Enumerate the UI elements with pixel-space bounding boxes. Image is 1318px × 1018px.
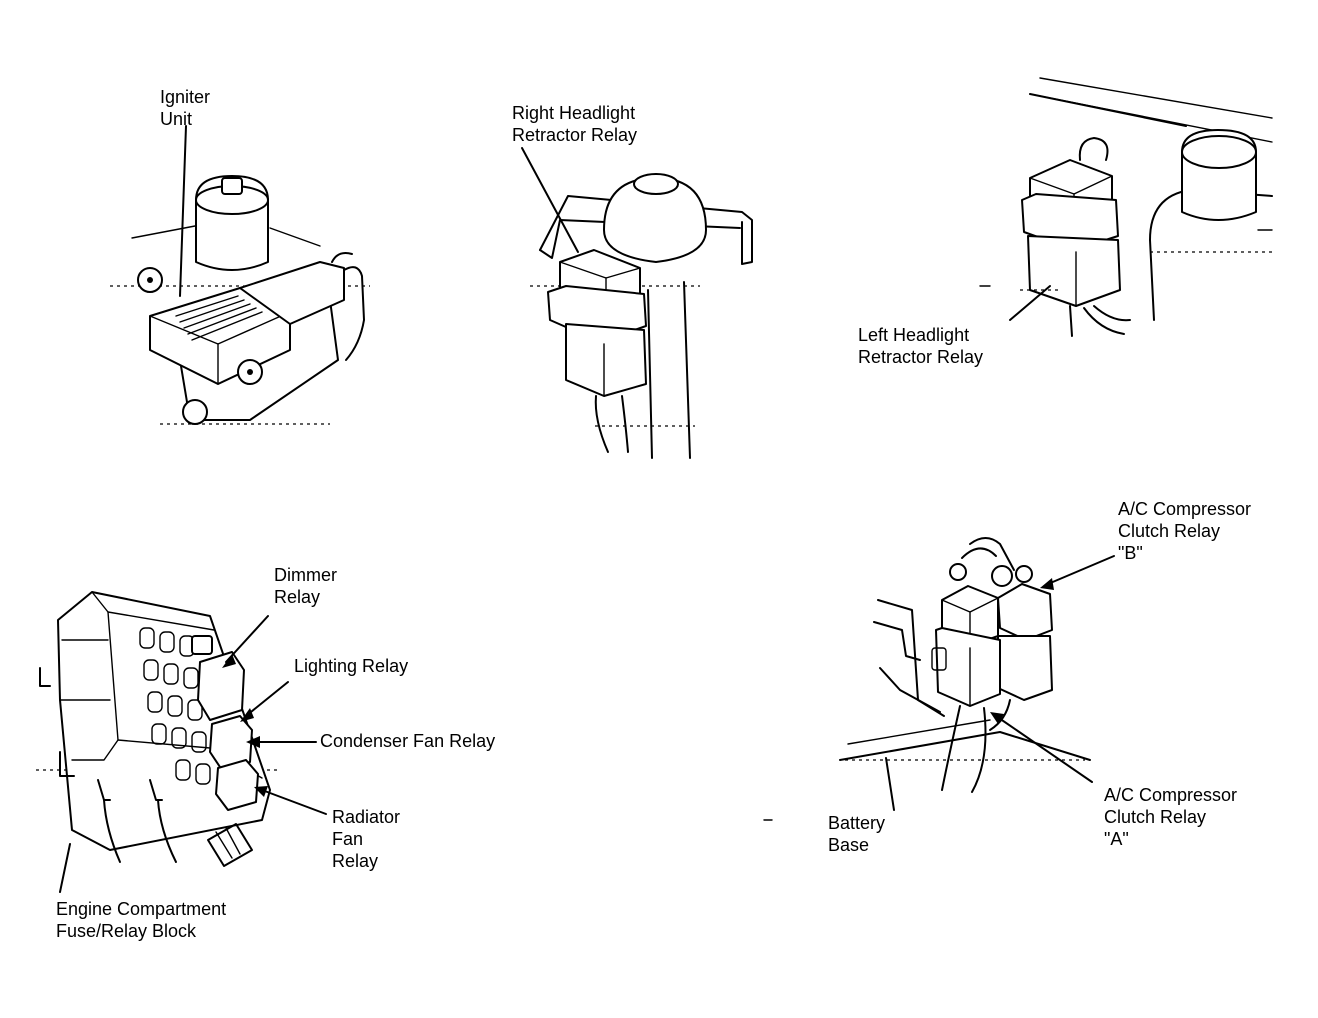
- label-line: Battery: [828, 813, 886, 833]
- label-line: A/C Compressor: [1104, 785, 1238, 805]
- label-line: Retractor Relay: [858, 347, 984, 367]
- left-headlight-relay-illustration: [980, 78, 1272, 336]
- label-line: "B": [1118, 543, 1143, 563]
- label-line: Engine Compartment: [56, 899, 227, 919]
- label-engine-compartment-fuse-relay-block: Engine Compartment Fuse/Relay Block: [56, 898, 226, 942]
- label-radiator-fan-relay: Radiator Fan Relay: [332, 806, 400, 872]
- label-line: Clutch Relay: [1118, 521, 1221, 541]
- label-ac-compressor-clutch-relay-b: A/C Compressor Clutch Relay "B": [1118, 498, 1251, 564]
- label-igniter-unit: Igniter Unit: [160, 86, 210, 130]
- label-line: Left Headlight: [858, 325, 970, 345]
- label-ac-compressor-clutch-relay-a: A/C Compressor Clutch Relay "A": [1104, 784, 1237, 850]
- label-line: Unit: [160, 109, 193, 129]
- label-line: Right Headlight: [512, 103, 636, 123]
- ac-relays-illustration: [764, 538, 1114, 820]
- label-lighting-relay: Lighting Relay: [294, 655, 408, 677]
- label-line: Relay: [332, 851, 379, 871]
- label-battery-base: Battery Base: [828, 812, 885, 856]
- right-headlight-relay-illustration: [522, 148, 752, 458]
- label-line: A/C Compressor: [1118, 499, 1252, 519]
- label-line: Condenser Fan Relay: [320, 731, 496, 751]
- label-line: Igniter: [160, 87, 211, 107]
- label-line: Lighting Relay: [294, 656, 409, 676]
- label-dimmer-relay: Dimmer Relay: [274, 564, 337, 608]
- label-line: Fuse/Relay Block: [56, 921, 197, 941]
- label-left-headlight-retractor-relay: Left Headlight Retractor Relay: [858, 324, 983, 368]
- label-line: Relay: [274, 587, 321, 607]
- igniter-unit-illustration: [110, 126, 370, 424]
- label-line: Base: [828, 835, 870, 855]
- label-line: Fan: [332, 829, 364, 849]
- label-line: Radiator: [332, 807, 401, 827]
- label-line: "A": [1104, 829, 1129, 849]
- label-line: Clutch Relay: [1104, 807, 1207, 827]
- label-condenser-fan-relay: Condenser Fan Relay: [320, 730, 495, 752]
- label-line: Dimmer: [274, 565, 337, 585]
- fuse-relay-block-illustration: [36, 592, 326, 892]
- label-line: Retractor Relay: [512, 125, 638, 145]
- label-right-headlight-retractor-relay: Right Headlight Retractor Relay: [512, 102, 637, 146]
